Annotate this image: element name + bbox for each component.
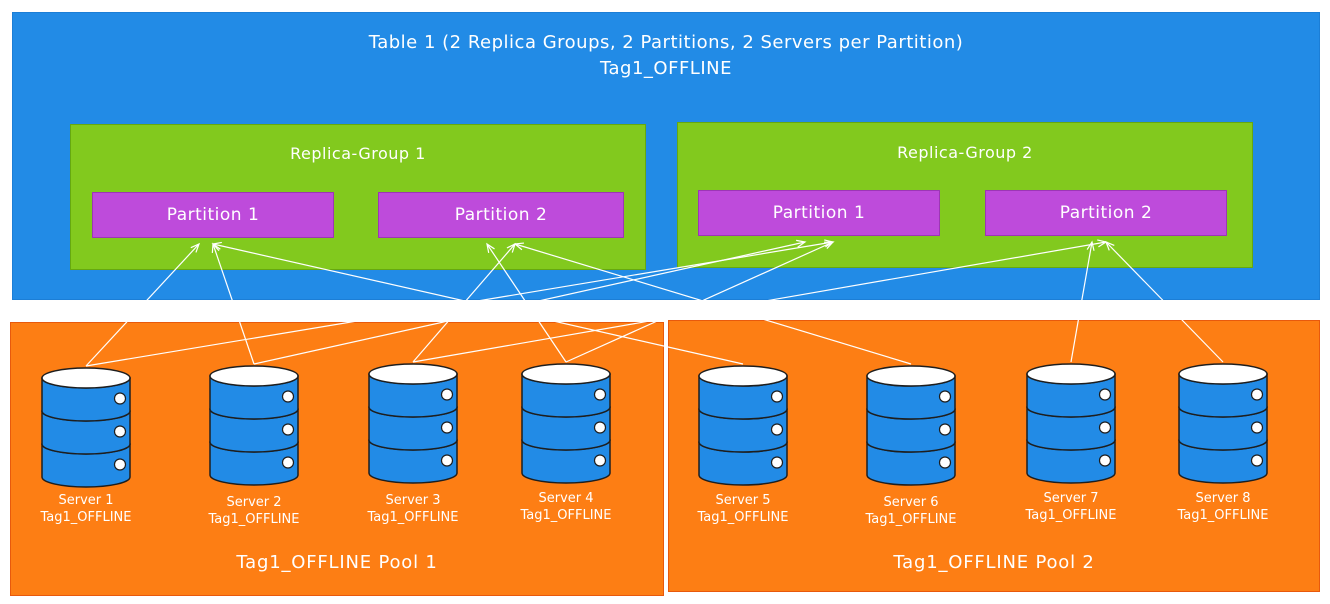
- database-server-icon: [368, 363, 458, 484]
- database-server-icon: [41, 367, 131, 488]
- replica-group-1-label: Replica-Group 1: [290, 144, 426, 163]
- connection-line: [1070, 241, 1093, 363]
- server-label: Server 5 Tag1_OFFLINE: [683, 492, 803, 526]
- server-label: Server 8 Tag1_OFFLINE: [1163, 490, 1283, 524]
- rg2-partition-2: Partition 2: [985, 190, 1227, 236]
- server-label: Server 7 Tag1_OFFLINE: [1011, 490, 1131, 524]
- server-tag: Tag1_OFFLINE: [697, 510, 789, 525]
- database-server-icon: [209, 365, 299, 486]
- server-tag: Tag1_OFFLINE: [367, 510, 459, 525]
- table-tag: Tag1_OFFLINE: [600, 58, 732, 79]
- arrowhead: [823, 241, 835, 250]
- database-server-icon: [521, 363, 611, 484]
- database-server-icon: [698, 365, 788, 486]
- arrowhead: [190, 242, 201, 253]
- rg1-partition-1: Partition 1: [92, 192, 334, 238]
- server-name: Server 1: [58, 493, 114, 508]
- connection-line: [85, 241, 834, 367]
- server-tag: Tag1_OFFLINE: [1177, 508, 1269, 523]
- connection-line: [212, 243, 255, 365]
- rg1-partition-2: Partition 2: [378, 192, 624, 238]
- table-title: Table 1 (2 Replica Groups, 2 Partitions,…: [368, 32, 964, 53]
- server-label: Server 4 Tag1_OFFLINE: [506, 490, 626, 524]
- server-label: Server 3 Tag1_OFFLINE: [353, 492, 473, 526]
- database-server-icon: [1178, 363, 1268, 484]
- database-server-icon: [1026, 363, 1116, 484]
- connection-line: [486, 243, 567, 363]
- replica-group-2-label: Replica-Group 2: [897, 143, 1033, 162]
- server-label: Server 6 Tag1_OFFLINE: [851, 494, 971, 528]
- server-name: Server 8: [1195, 491, 1251, 506]
- connection-line: [565, 241, 834, 363]
- server-tag: Tag1_OFFLINE: [40, 510, 132, 525]
- connection-line: [212, 243, 744, 365]
- arrowhead: [486, 242, 495, 253]
- server-name: Server 4: [538, 491, 594, 506]
- server-label: Server 1 Tag1_OFFLINE: [26, 492, 146, 526]
- server-tag: Tag1_OFFLINE: [208, 512, 300, 527]
- server-name: Server 5: [715, 493, 771, 508]
- server-tag: Tag1_OFFLINE: [520, 508, 612, 523]
- database-server-icon: [866, 365, 956, 486]
- arrowhead: [513, 242, 525, 251]
- server-tag: Tag1_OFFLINE: [1025, 508, 1117, 523]
- server-tag: Tag1_OFFLINE: [865, 512, 957, 527]
- connection-line: [514, 243, 912, 365]
- pool-1-label: Tag1_OFFLINE Pool 1: [236, 552, 438, 573]
- connection-line: [1105, 241, 1224, 363]
- arrowhead: [796, 239, 807, 248]
- server-label: Server 2 Tag1_OFFLINE: [194, 494, 314, 528]
- server-name: Server 2: [226, 495, 282, 510]
- server-name: Server 7: [1043, 491, 1099, 506]
- arrowhead: [1086, 240, 1095, 251]
- server-name: Server 6: [883, 495, 939, 510]
- server-name: Server 3: [385, 493, 441, 508]
- connection-line: [85, 243, 200, 367]
- pool-2-label: Tag1_OFFLINE Pool 2: [893, 552, 1095, 573]
- arrowhead: [211, 241, 222, 250]
- arrowhead: [1097, 239, 1108, 248]
- connection-line: [412, 241, 1107, 363]
- rg2-partition-1: Partition 1: [698, 190, 940, 236]
- connection-line: [253, 241, 806, 365]
